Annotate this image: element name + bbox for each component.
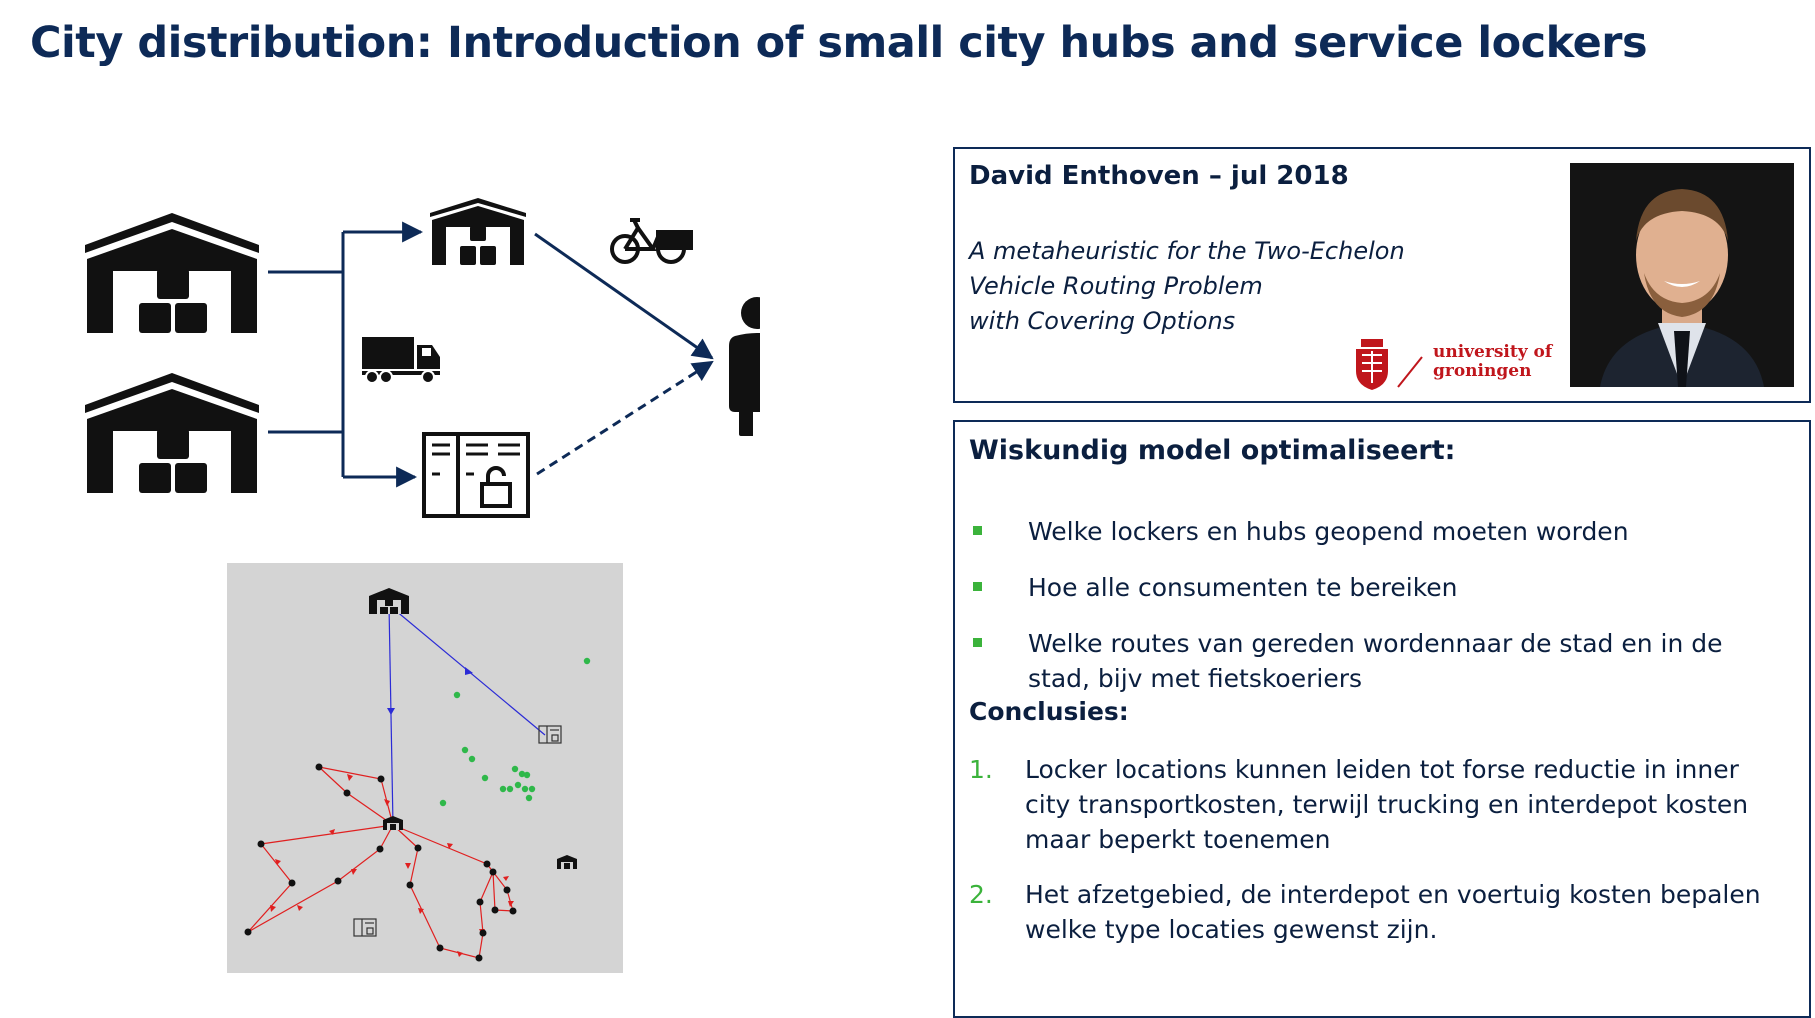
bullet-icon bbox=[973, 582, 982, 591]
route-map bbox=[227, 563, 623, 973]
thesis-title-line: A metaheuristic for the Two-Echelon bbox=[969, 237, 1405, 265]
bullet-text: Hoe alle consumenten te bereiken bbox=[1028, 573, 1458, 602]
bullet-text: Welke lockers en hubs geopend moeten wor… bbox=[1028, 517, 1629, 546]
model-heading: Wiskundig model optimaliseert: bbox=[969, 435, 1456, 466]
logo-text-line: university of bbox=[1433, 342, 1553, 362]
conclusion-number: 1. bbox=[969, 755, 993, 784]
city-routes bbox=[247, 766, 514, 959]
stop-points bbox=[244, 763, 517, 962]
bullet-text: Welke routes van gereden wordennaar de s… bbox=[1028, 629, 1723, 693]
bullet-icon bbox=[973, 526, 982, 535]
conclusion-number: 2. bbox=[969, 880, 993, 909]
flow-connectors bbox=[268, 221, 714, 488]
bullet-icon bbox=[973, 638, 982, 647]
thesis-title-line: with Covering Options bbox=[969, 307, 1236, 335]
model-card: Wiskundig model optimaliseert: Welke loc… bbox=[953, 420, 1811, 1018]
hub-icon bbox=[557, 855, 577, 869]
distribution-diagram bbox=[85, 198, 760, 518]
conclusion-text: Locker locations kunnen leiden tot forse… bbox=[1025, 755, 1749, 854]
route-markers bbox=[387, 667, 473, 715]
covered-customers bbox=[439, 657, 591, 807]
person-icon bbox=[729, 297, 760, 436]
university-logo-text: university of groningen bbox=[1433, 343, 1552, 381]
author-card: David Enthoven – jul 2018 A metaheuristi… bbox=[953, 147, 1811, 403]
cargo-bike-icon bbox=[610, 218, 693, 264]
truck-icon bbox=[362, 337, 440, 384]
author-name: David Enthoven – jul 2018 bbox=[969, 161, 1349, 191]
slide-title: City distribution: Introduction of small… bbox=[30, 18, 1648, 68]
locker-icon bbox=[422, 432, 530, 518]
warehouse-icon bbox=[85, 213, 259, 333]
locker-icon bbox=[538, 725, 562, 744]
hub-icon bbox=[383, 816, 403, 830]
university-logo bbox=[1356, 339, 1423, 390]
author-photo bbox=[1570, 163, 1794, 387]
main-routes bbox=[388, 604, 546, 826]
thesis-title: A metaheuristic for the Two-Echelon Vehi… bbox=[969, 234, 1405, 339]
locker-icon bbox=[353, 918, 377, 937]
crest-icon bbox=[1356, 339, 1388, 390]
logo-text-line: groningen bbox=[1433, 361, 1532, 381]
warehouse-icon bbox=[85, 373, 259, 493]
conclusion-text: Het afzetgebied, de interdepot en voertu… bbox=[1025, 880, 1761, 944]
depot-icon bbox=[369, 588, 409, 614]
thesis-title-line: Vehicle Routing Problem bbox=[969, 272, 1263, 300]
conclusions-heading: Conclusies: bbox=[969, 697, 1129, 726]
small-hub-icon bbox=[430, 198, 526, 265]
